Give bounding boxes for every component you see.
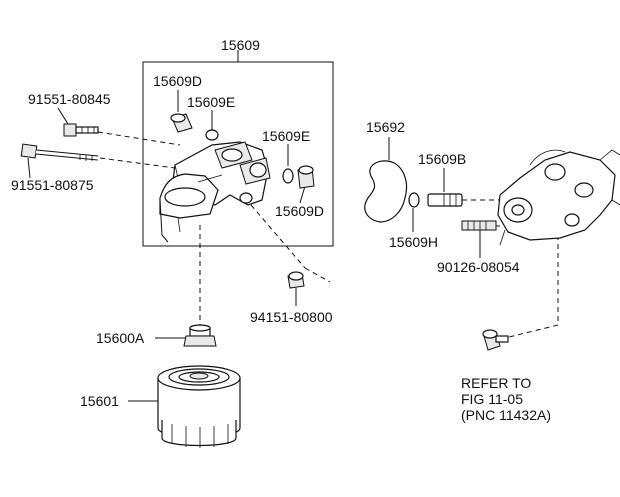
- leader-91551-80845: [57, 107, 69, 125]
- stud-15609B: [427, 193, 463, 207]
- oil-filter-15601: [157, 365, 241, 448]
- plug-15609D-right: [297, 165, 315, 189]
- bolt-91551-80875: [20, 143, 99, 161]
- leader-15609D-right: [299, 185, 306, 204]
- bolt-91551-80845: [63, 123, 99, 137]
- label-91551-80875: 91551-80875: [11, 177, 94, 193]
- label-15609H: 15609H: [389, 234, 438, 250]
- plug-94151-80800: [287, 271, 305, 289]
- refer-line-2: FIG 11-05: [461, 391, 523, 407]
- label-94151-80800: 94151-80800: [250, 309, 333, 325]
- label-91551-80845: 91551-80845: [28, 91, 111, 107]
- leader-91551-80875: [27, 157, 31, 179]
- label-15609E-right: 15609E: [262, 128, 310, 144]
- dash-bolt-long: [99, 157, 176, 169]
- gasket-15692: [364, 160, 408, 223]
- label-15601: 15601: [80, 393, 119, 409]
- oring-15609E-top: [205, 129, 219, 141]
- dash-refer: [504, 235, 559, 339]
- engine-block-mount: [497, 149, 620, 246]
- label-15609B: 15609B: [418, 151, 466, 167]
- label-90126-08054: 90126-08054: [437, 259, 520, 275]
- label-15609: 15609: [221, 37, 260, 53]
- stud-bolt-90126-08054: [461, 220, 497, 231]
- housing-15609: [159, 141, 271, 243]
- refer-line-3: (PNC 11432A): [461, 407, 551, 423]
- label-15600A: 15600A: [96, 330, 145, 346]
- dash-plug-end: [304, 267, 331, 283]
- label-15609E-top: 15609E: [187, 94, 235, 110]
- label-15692: 15692: [366, 119, 405, 135]
- label-15609D-right: 15609D: [275, 203, 324, 219]
- oring-15609E-right: [282, 168, 294, 184]
- plug-15609D-top: [170, 113, 193, 133]
- refer-line-1: REFER TO: [461, 375, 531, 391]
- dash-bolt-short: [97, 131, 181, 146]
- oring-15609H: [408, 192, 420, 208]
- bolt-refer-11432A: [482, 329, 509, 351]
- dash-plug: [244, 197, 306, 269]
- union-15600A: [183, 324, 217, 347]
- label-15609D-top: 15609D: [153, 73, 202, 89]
